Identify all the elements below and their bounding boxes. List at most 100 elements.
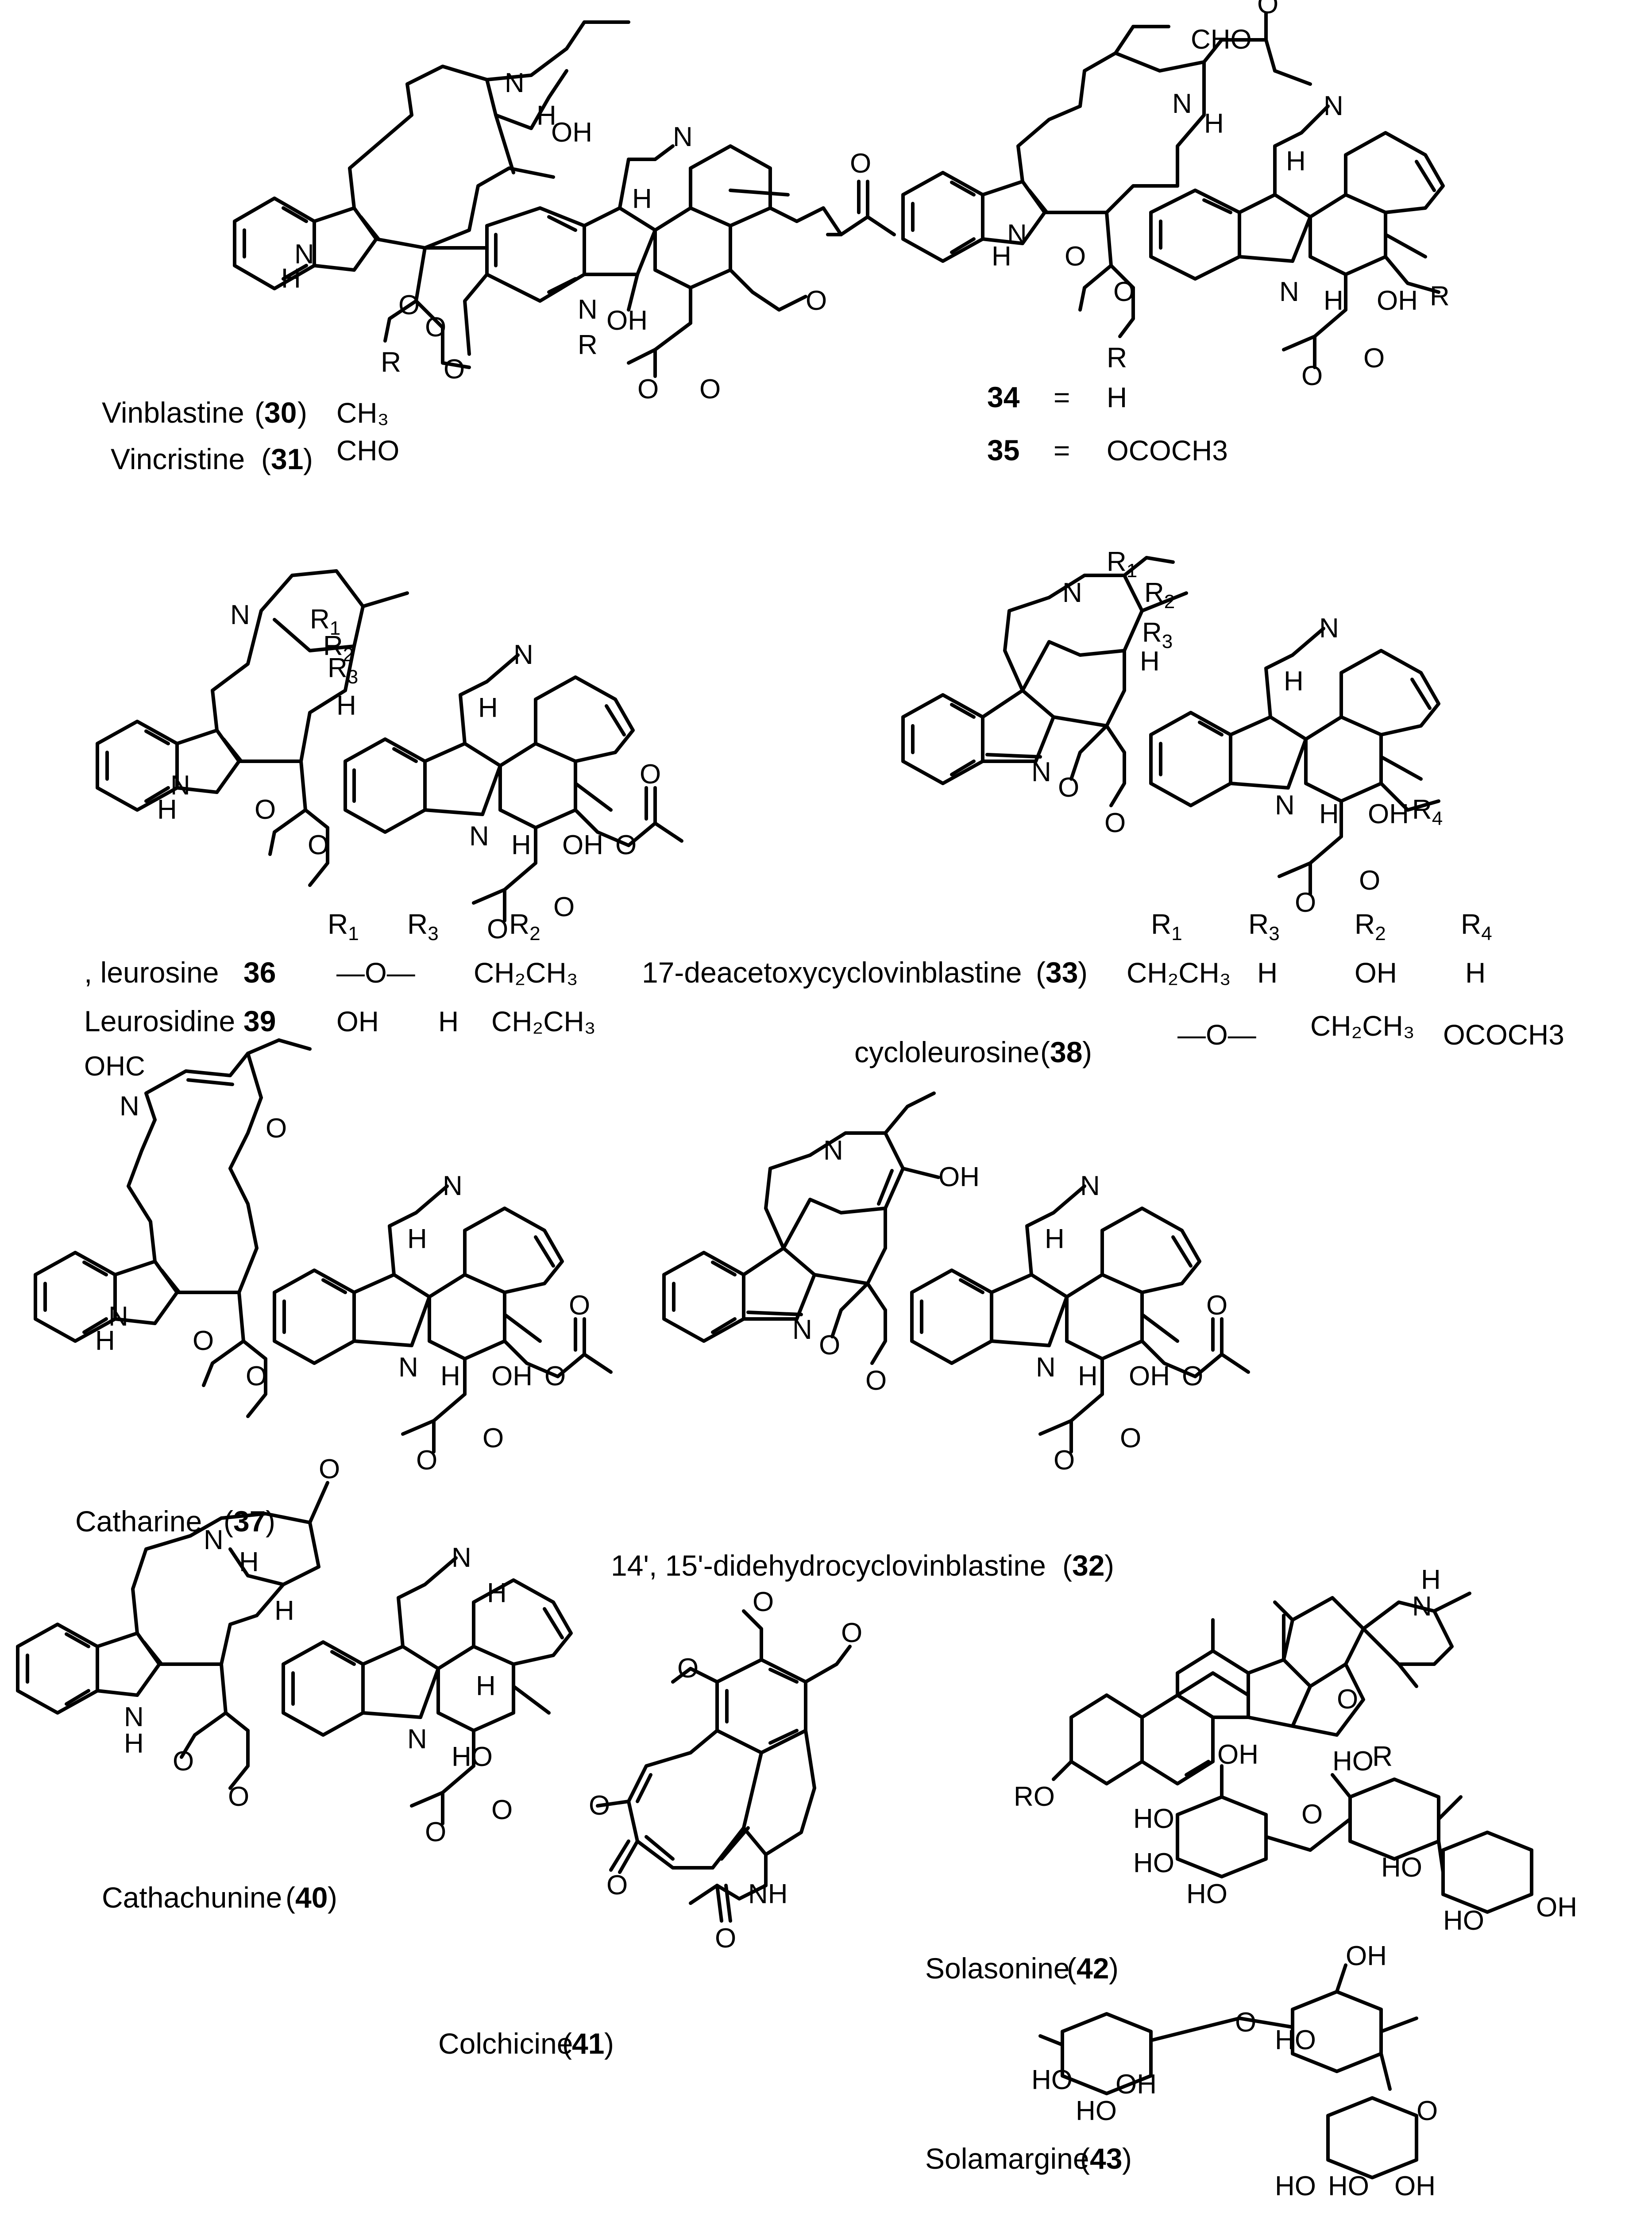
cathachunine-n-methyl: N [407, 1724, 427, 1754]
didehydro-n-methyl: N [1036, 1352, 1056, 1383]
c34-co2me-o2: O [1363, 343, 1385, 374]
cathachunine-h-atom-2: H [274, 1596, 294, 1626]
cyclovinblastine-r3-header: R3 [1248, 908, 1280, 945]
c34-cho: CHO [1191, 24, 1252, 55]
leurosine-r1-header: R1 [328, 908, 359, 945]
vinblastine-number: 30 [264, 396, 297, 429]
leurosidine-r2: CH₂CH₃ [491, 1006, 596, 1037]
solamargine-ho-5: HO [1328, 2171, 1369, 2201]
cycloleurosine-paren-close: ) [1082, 1036, 1092, 1068]
colchicine-amide-o: O [715, 1923, 736, 1954]
cathachunine-indole-nh: N [124, 1702, 144, 1732]
didehydrocyclovinblastine-structure [662, 1091, 1250, 1453]
deacetoxy-r3: H [1257, 957, 1278, 989]
leurosine-h-2: H [511, 830, 531, 860]
cathachunine-number: 40 [295, 1881, 328, 1914]
didehydro-acetyl-o2: O [1206, 1290, 1227, 1321]
c35-number: 35 [987, 434, 1019, 467]
solamargine-ho-1: HO [1031, 2065, 1073, 2095]
cathachunine-paren-close: ) [328, 1881, 337, 1914]
cyclovinblastine-r2-header: R2 [1355, 908, 1386, 945]
vinblastine-co2me-o: O [637, 374, 659, 405]
cyclovinblastine-n-methyl: N [1275, 790, 1295, 821]
leurosine-acetyl-o: O [615, 830, 637, 860]
deacetoxy-paren-open: ( [1036, 956, 1046, 989]
cathachunine-n-atom: N [204, 1525, 224, 1555]
leurosine-r3-sub: 3 [347, 666, 358, 688]
cathachunine-vindoline-n: N [452, 1542, 471, 1573]
cyclovinblastine-r1-sub: 1 [1127, 560, 1137, 582]
vincristine-paren-close: ) [303, 443, 313, 475]
c34-r-value: H [1107, 382, 1127, 413]
didehydro-ester-o: O [819, 1330, 840, 1361]
catharine-co2me-o2: O [482, 1423, 504, 1453]
c34-indole-h: H [992, 241, 1011, 272]
leurosine-r2-sub: 2 [343, 644, 354, 666]
leurosine-indole-nh: N [170, 770, 190, 801]
solasonine-ho-4: HO [1332, 1746, 1374, 1777]
vinblastine-paren-open: ( [255, 396, 264, 429]
leurosine-number: 36 [243, 956, 276, 989]
vincristine-label: Vincristine [111, 443, 245, 475]
solasonine-ho-3: HO [1186, 1879, 1227, 1909]
solamargine-oh-top: OH [1346, 1941, 1387, 1971]
catharine-indole-nh: N [108, 1301, 128, 1332]
solamargine-number: 43 [1090, 2142, 1122, 2175]
catharine-n-methyl: N [398, 1352, 418, 1383]
vinblastine-label: Vinblastine [102, 396, 244, 429]
c34-h-atom: H [1204, 108, 1224, 139]
solamargine-sugar-chain [1038, 1963, 1418, 2179]
vinblastine-oh-2: OH [606, 305, 648, 336]
vincristine-number: 31 [271, 443, 303, 475]
cyclovinblastine-r2-header-sub: 2 [1375, 923, 1386, 945]
leurosine-ester-o: O [255, 794, 276, 825]
solamargine-o-link: O [1235, 2007, 1256, 2038]
c34-ketone-o: O [1257, 0, 1278, 19]
leurosine-n-methyl: N [469, 821, 489, 852]
deacetoxy-r1: CH₂CH₃ [1127, 957, 1231, 989]
c34-indole-nh: N [1007, 219, 1027, 250]
cathachunine-structure [16, 1481, 573, 1825]
solamargine-ho-4: HO [1275, 2171, 1316, 2201]
didehydro-oh-2: OH [1129, 1361, 1170, 1392]
deacetoxy-number: 33 [1046, 956, 1078, 989]
leurosine-oh: OH [562, 830, 603, 860]
vincristine-r-value: CHO [336, 435, 399, 467]
c34-ester-o2: O [1113, 277, 1135, 307]
solasonine-ho-6: HO [1443, 1905, 1484, 1936]
didehydro-acetyl-o: O [1182, 1361, 1203, 1392]
vinblastine-n-atom: N [505, 68, 525, 98]
cathachunine-vindoline-h: H [487, 1578, 507, 1608]
leurosine-structure [96, 569, 683, 922]
cyclovinblastine-r1-header: R1 [1151, 908, 1182, 945]
leurosine-label: , leurosine [84, 956, 219, 989]
catharine-vindoline-h: H [407, 1224, 427, 1254]
vinblastine-vindoline-h: H [632, 184, 652, 214]
solamargine-ho-2: HO [1076, 2096, 1117, 2126]
solasodine-ro: RO [1014, 1781, 1055, 1812]
vincristine-paren-open: ( [261, 443, 271, 475]
vinblastine-r: R [578, 330, 598, 360]
didehydro-label: 14', 15'-didehydrocyclovinblastine [611, 1549, 1046, 1582]
catharine-n-atom: N [120, 1091, 139, 1122]
leurosine-ester-o2: O [308, 830, 329, 860]
leurosine-vindoline-h: H [478, 693, 498, 723]
cycloleurosine-r2: CH₂CH₃ [1310, 1010, 1415, 1042]
leurosidine-r1: OH [336, 1006, 379, 1037]
solasodine-r-header: R [1372, 1740, 1393, 1772]
colchicine-ome-3: O [677, 1653, 699, 1684]
vinblastine-r-value: CH₃ [336, 397, 389, 429]
didehydro-n-atom: N [823, 1135, 843, 1166]
vinblastine-h-atom: H [537, 100, 556, 131]
deacetoxy-label: 17-deacetoxycyclovinblastine [642, 956, 1022, 989]
solamargine-paren-close: ) [1122, 2142, 1132, 2175]
leurosine-r1-header-sub: 1 [348, 923, 359, 945]
solasonine-paren-open: ( [1067, 1952, 1077, 1985]
solasonine-label: Solasonine [925, 1952, 1070, 1985]
vinblastine-n-r: N [578, 294, 598, 325]
cyclovinblastine-co2me-o: O [1295, 887, 1316, 918]
didehydro-number: 32 [1072, 1549, 1104, 1582]
cyclovinblastine-h-2: H [1319, 799, 1339, 829]
cathachunine-h-2: H [476, 1671, 496, 1701]
catharine-co2me-o: O [416, 1445, 437, 1476]
